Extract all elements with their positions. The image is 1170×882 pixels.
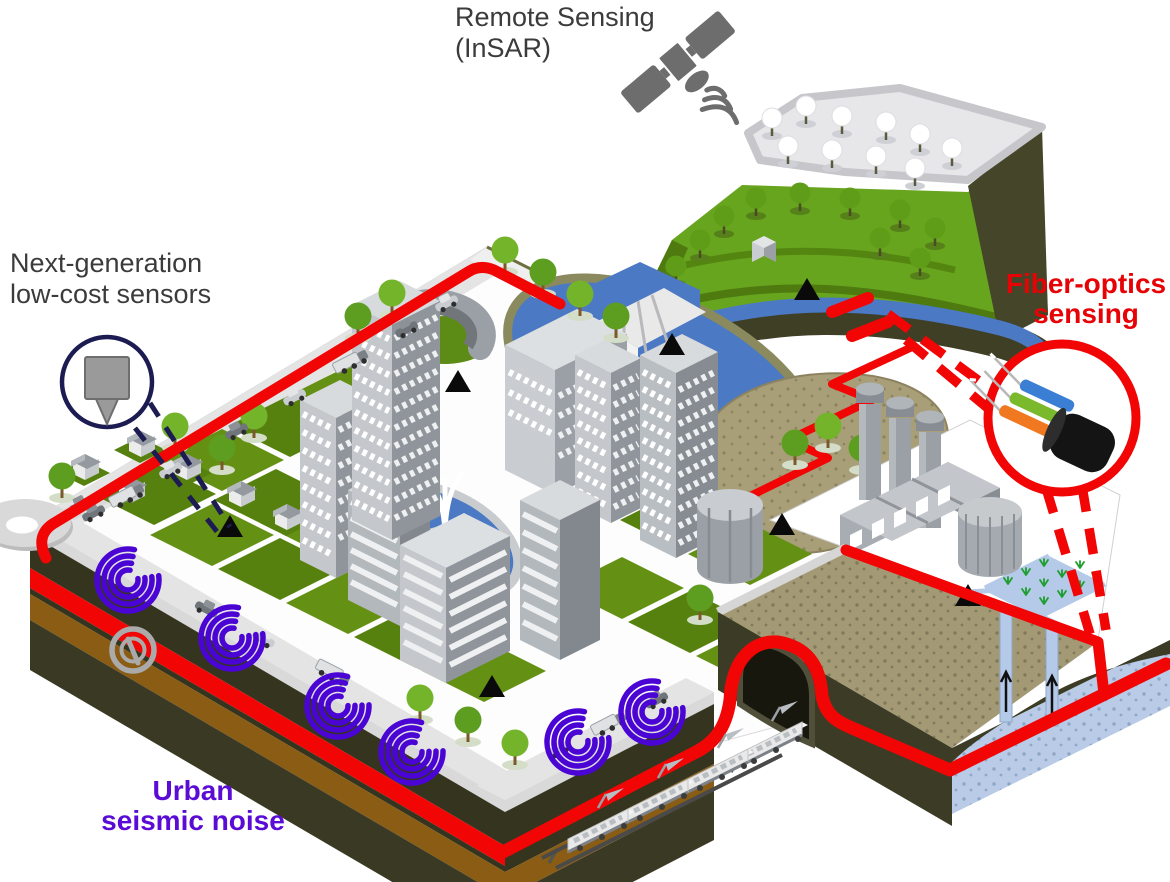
- fiber-cable-route: [36, 261, 1170, 859]
- callout-dashed-line: [1041, 486, 1095, 636]
- building-cylinder: [697, 489, 763, 584]
- city-content: [47, 235, 877, 772]
- snow-cap: [744, 84, 1046, 184]
- label-fiber-line2: sensing: [1033, 298, 1139, 329]
- fiber-channel-crossing: [826, 292, 894, 342]
- label-remote-sensing-line2: (InSAR): [455, 33, 551, 63]
- lowcost-callout: [59, 334, 233, 540]
- callout-dashed-line: [133, 426, 224, 540]
- factory: [840, 382, 1000, 560]
- building: [352, 281, 440, 540]
- label-lowcost-line2: low-cost sensors: [10, 279, 211, 309]
- seismometer-icon: [109, 626, 157, 674]
- callout-dashed-line: [1077, 485, 1111, 631]
- fiber-callout: [885, 310, 1141, 636]
- sensor-hut: [752, 236, 776, 262]
- building: [400, 513, 510, 683]
- labels: Remote Sensing (InSAR) Next-generation l…: [10, 2, 1166, 836]
- well-arrow: [1045, 673, 1059, 716]
- label-remote-sensing-line1: Remote Sensing: [455, 2, 655, 32]
- callout-dashed-line: [902, 336, 994, 414]
- lowcost-sensor-icon: [84, 356, 130, 427]
- satellite-icon: [621, 11, 740, 125]
- railway: [541, 701, 808, 870]
- callout-dashed-line: [885, 310, 989, 390]
- label-remote-sensing: Remote Sensing (InSAR): [455, 2, 655, 63]
- mountain-cliff: [968, 127, 1048, 340]
- label-lowcost-sensors: Next-generation low-cost sensors: [10, 248, 211, 309]
- callout-dashed-line: [147, 401, 233, 529]
- fiber-cable-icon: [968, 352, 1116, 473]
- label-urban-seismic: Urban seismic noise: [101, 775, 285, 836]
- label-urban-line2: seismic noise: [101, 805, 285, 836]
- buildings: [300, 281, 763, 683]
- aquifer-cap-layer: [952, 640, 1170, 762]
- label-fiber-line1: Fiber-optics: [1006, 268, 1166, 299]
- storage-tank: [958, 497, 1022, 577]
- building: [575, 340, 641, 523]
- label-lowcost-line1: Next-generation: [10, 248, 202, 278]
- well-arrow: [999, 669, 1013, 712]
- building: [520, 480, 600, 660]
- label-urban-line1: Urban: [153, 775, 234, 806]
- groundwater-wells: [999, 611, 1059, 727]
- mountain: [628, 84, 1070, 396]
- label-fiber-optics: Fiber-optics sensing: [1006, 268, 1166, 329]
